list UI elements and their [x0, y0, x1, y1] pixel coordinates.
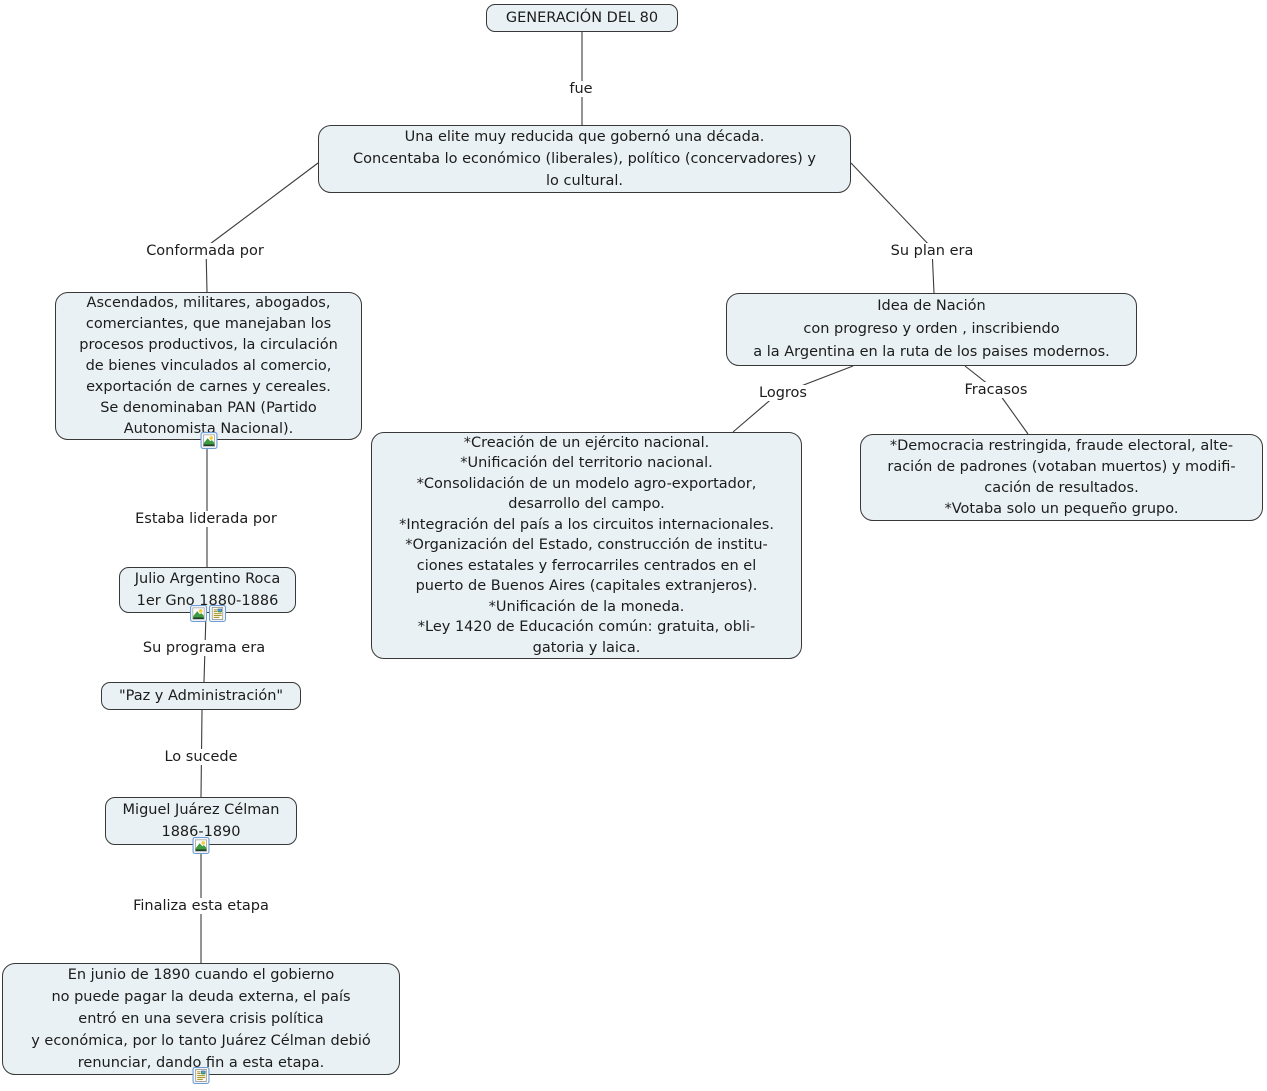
node-elite-description[interactable]: Una elite muy reducida que gobernó una d… [318, 125, 851, 193]
resource-icons [192, 1067, 210, 1084]
resource-icons [200, 432, 217, 449]
node-logros-list[interactable]: *Creación de un ejército nacional. *Unif… [371, 432, 802, 659]
node-paz-y-administracion[interactable]: "Paz y Administración" [101, 682, 301, 710]
image-icon[interactable] [200, 432, 217, 449]
resource-icons [189, 605, 226, 622]
link-label-fue[interactable]: fue [566, 81, 596, 97]
node-generacion-del-80[interactable]: GENERACIÓN DEL 80 [486, 4, 678, 32]
edge-elite-conformadapor [205, 162, 319, 248]
node-text: GENERACIÓN DEL 80 [505, 9, 659, 26]
link-label-su-plan-era[interactable]: Su plan era [887, 243, 977, 259]
node-text: *Democracia restringida, fraude electora… [887, 437, 1236, 517]
node-conformada-description[interactable]: Ascendados, militares, abogados, comerci… [55, 292, 362, 449]
node-text: Una elite muy reducida que gobernó una d… [353, 129, 816, 189]
node-text: Julio Argentino Roca 1er Gno 1880-1886 [134, 571, 281, 609]
node-julio-roca[interactable]: Julio Argentino Roca 1er Gno 1880-1886 [119, 567, 296, 622]
link-label-estaba-liderada-por[interactable]: Estaba liderada por [132, 511, 280, 527]
edge-logroslabel-logros [732, 395, 776, 433]
node-text: Ascendados, militares, abogados, comerci… [79, 294, 338, 437]
link-label-su-programa-era[interactable]: Su programa era [139, 640, 269, 656]
node-idea-de-nacion[interactable]: Idea de Nación con progreso y orden , in… [726, 293, 1137, 366]
node-juarez-celman[interactable]: Miguel Juárez Célman 1886-1890 [105, 797, 297, 854]
edge-fracasoslabel-fracasos [997, 391, 1029, 435]
link-label-logros[interactable]: Logros [756, 385, 810, 401]
node-text: "Paz y Administración" [118, 687, 284, 704]
image-icon[interactable] [189, 605, 207, 622]
link-label-fracasos[interactable]: Fracasos [961, 382, 1031, 398]
image-icon[interactable] [192, 837, 210, 854]
node-text: En junio de 1890 cuando el gobierno no p… [31, 967, 371, 1071]
link-label-conformada-por[interactable]: Conformada por [143, 243, 267, 259]
node-fin-etapa[interactable]: En junio de 1890 cuando el gobierno no p… [2, 963, 400, 1084]
node-text: *Creación de un ejército nacional. *Unif… [399, 434, 774, 656]
document-icon[interactable] [208, 605, 226, 622]
node-text: Idea de Nación con progreso y orden , in… [753, 298, 1110, 360]
node-fracasos-list[interactable]: *Democracia restringida, fraude electora… [860, 434, 1263, 521]
edge-elite-suplanera [850, 162, 933, 249]
link-label-lo-sucede[interactable]: Lo sucede [161, 749, 241, 765]
resource-icons [192, 837, 210, 854]
link-label-finaliza-esta-etapa[interactable]: Finaliza esta etapa [130, 898, 272, 914]
node-text: Miguel Juárez Célman 1886-1890 [122, 802, 280, 840]
document-icon[interactable] [192, 1067, 210, 1084]
